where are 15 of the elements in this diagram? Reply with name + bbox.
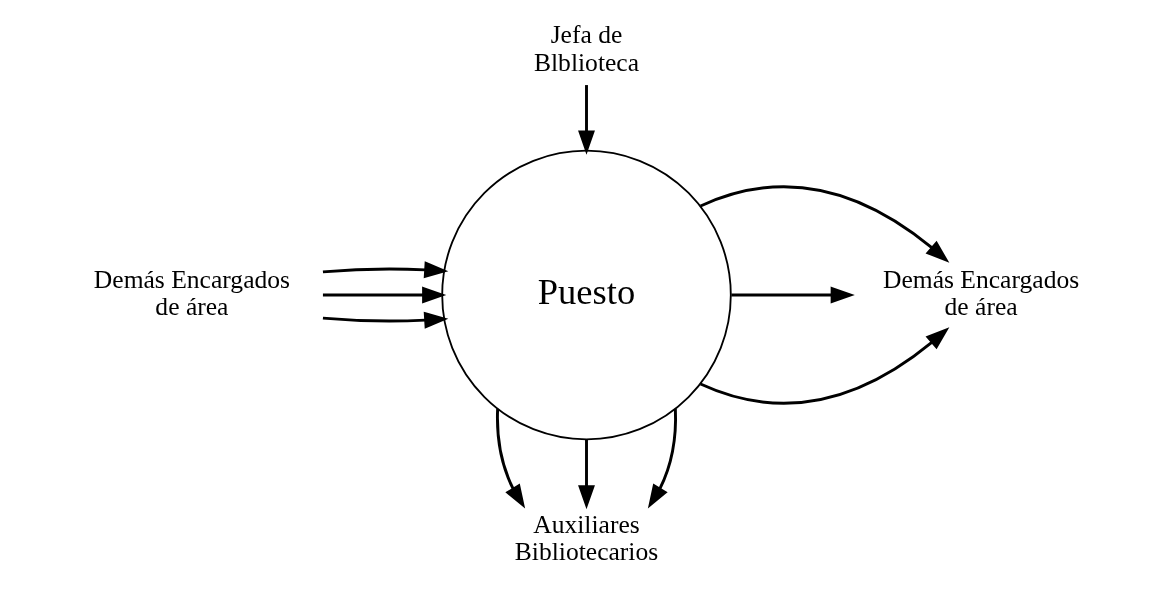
node-text: Demás Encargados de área xyxy=(93,265,290,322)
arrow xyxy=(731,286,855,304)
node-circle: Puesto xyxy=(441,149,732,441)
arrow xyxy=(496,408,526,509)
arrow xyxy=(700,185,950,263)
arrow xyxy=(322,311,449,329)
arrow xyxy=(647,408,677,509)
node-text: Auxiliares Bibliotecarios xyxy=(514,509,659,567)
arrow xyxy=(322,286,447,304)
arrow xyxy=(578,85,595,155)
arrow xyxy=(578,439,595,510)
node-text: Jefa de Blblioteca xyxy=(533,20,640,77)
arrow xyxy=(700,327,950,405)
node-text: Demás Encargados de área xyxy=(883,265,1080,322)
arrow xyxy=(322,261,449,279)
